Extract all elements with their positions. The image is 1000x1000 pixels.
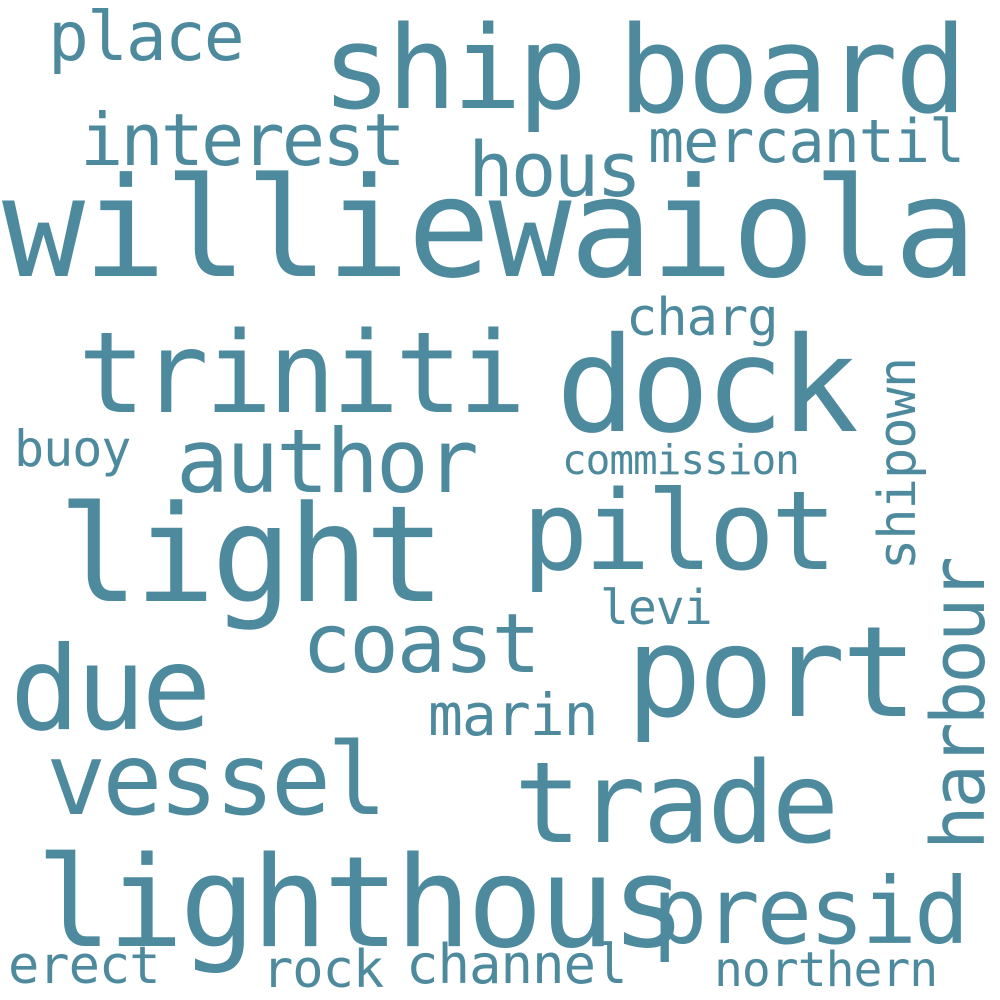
word-rock: rock	[262, 940, 384, 1000]
word-dock: dock	[556, 309, 859, 463]
word-coast: coast	[302, 597, 541, 692]
word-ship: ship	[322, 2, 587, 136]
word-levi: levi	[600, 580, 713, 636]
word-hous: hous	[468, 125, 642, 214]
word-light: light	[58, 477, 445, 633]
word-buoy: buoy	[14, 420, 131, 478]
word-place: place	[48, 0, 245, 77]
word-lighthous: lighthous	[36, 829, 687, 976]
word-commission: commission	[562, 436, 800, 484]
word-mercantil: mercantil	[648, 107, 965, 177]
word-vessel: vessel	[46, 721, 387, 838]
word-pilot: pilot	[522, 467, 837, 595]
word-marin: marin	[428, 681, 599, 749]
word-harbour: harbour	[916, 559, 1000, 850]
word-channel: channel	[406, 933, 628, 996]
word-erect: erect	[8, 936, 161, 996]
word-interest: interest	[80, 98, 406, 182]
word-williewaiola: williewaiola	[2, 148, 977, 309]
word-author: author	[176, 410, 479, 513]
word-board: board	[618, 2, 967, 141]
word-charg: charg	[626, 288, 779, 348]
word-triniti: triniti	[78, 309, 526, 439]
word-port: port	[626, 599, 917, 746]
word-trade: trade	[514, 739, 839, 869]
word-due: due	[10, 622, 212, 757]
word-presid: presid	[652, 858, 969, 965]
word-northern: northern	[714, 942, 938, 998]
word-shipown: shipown	[868, 357, 928, 570]
